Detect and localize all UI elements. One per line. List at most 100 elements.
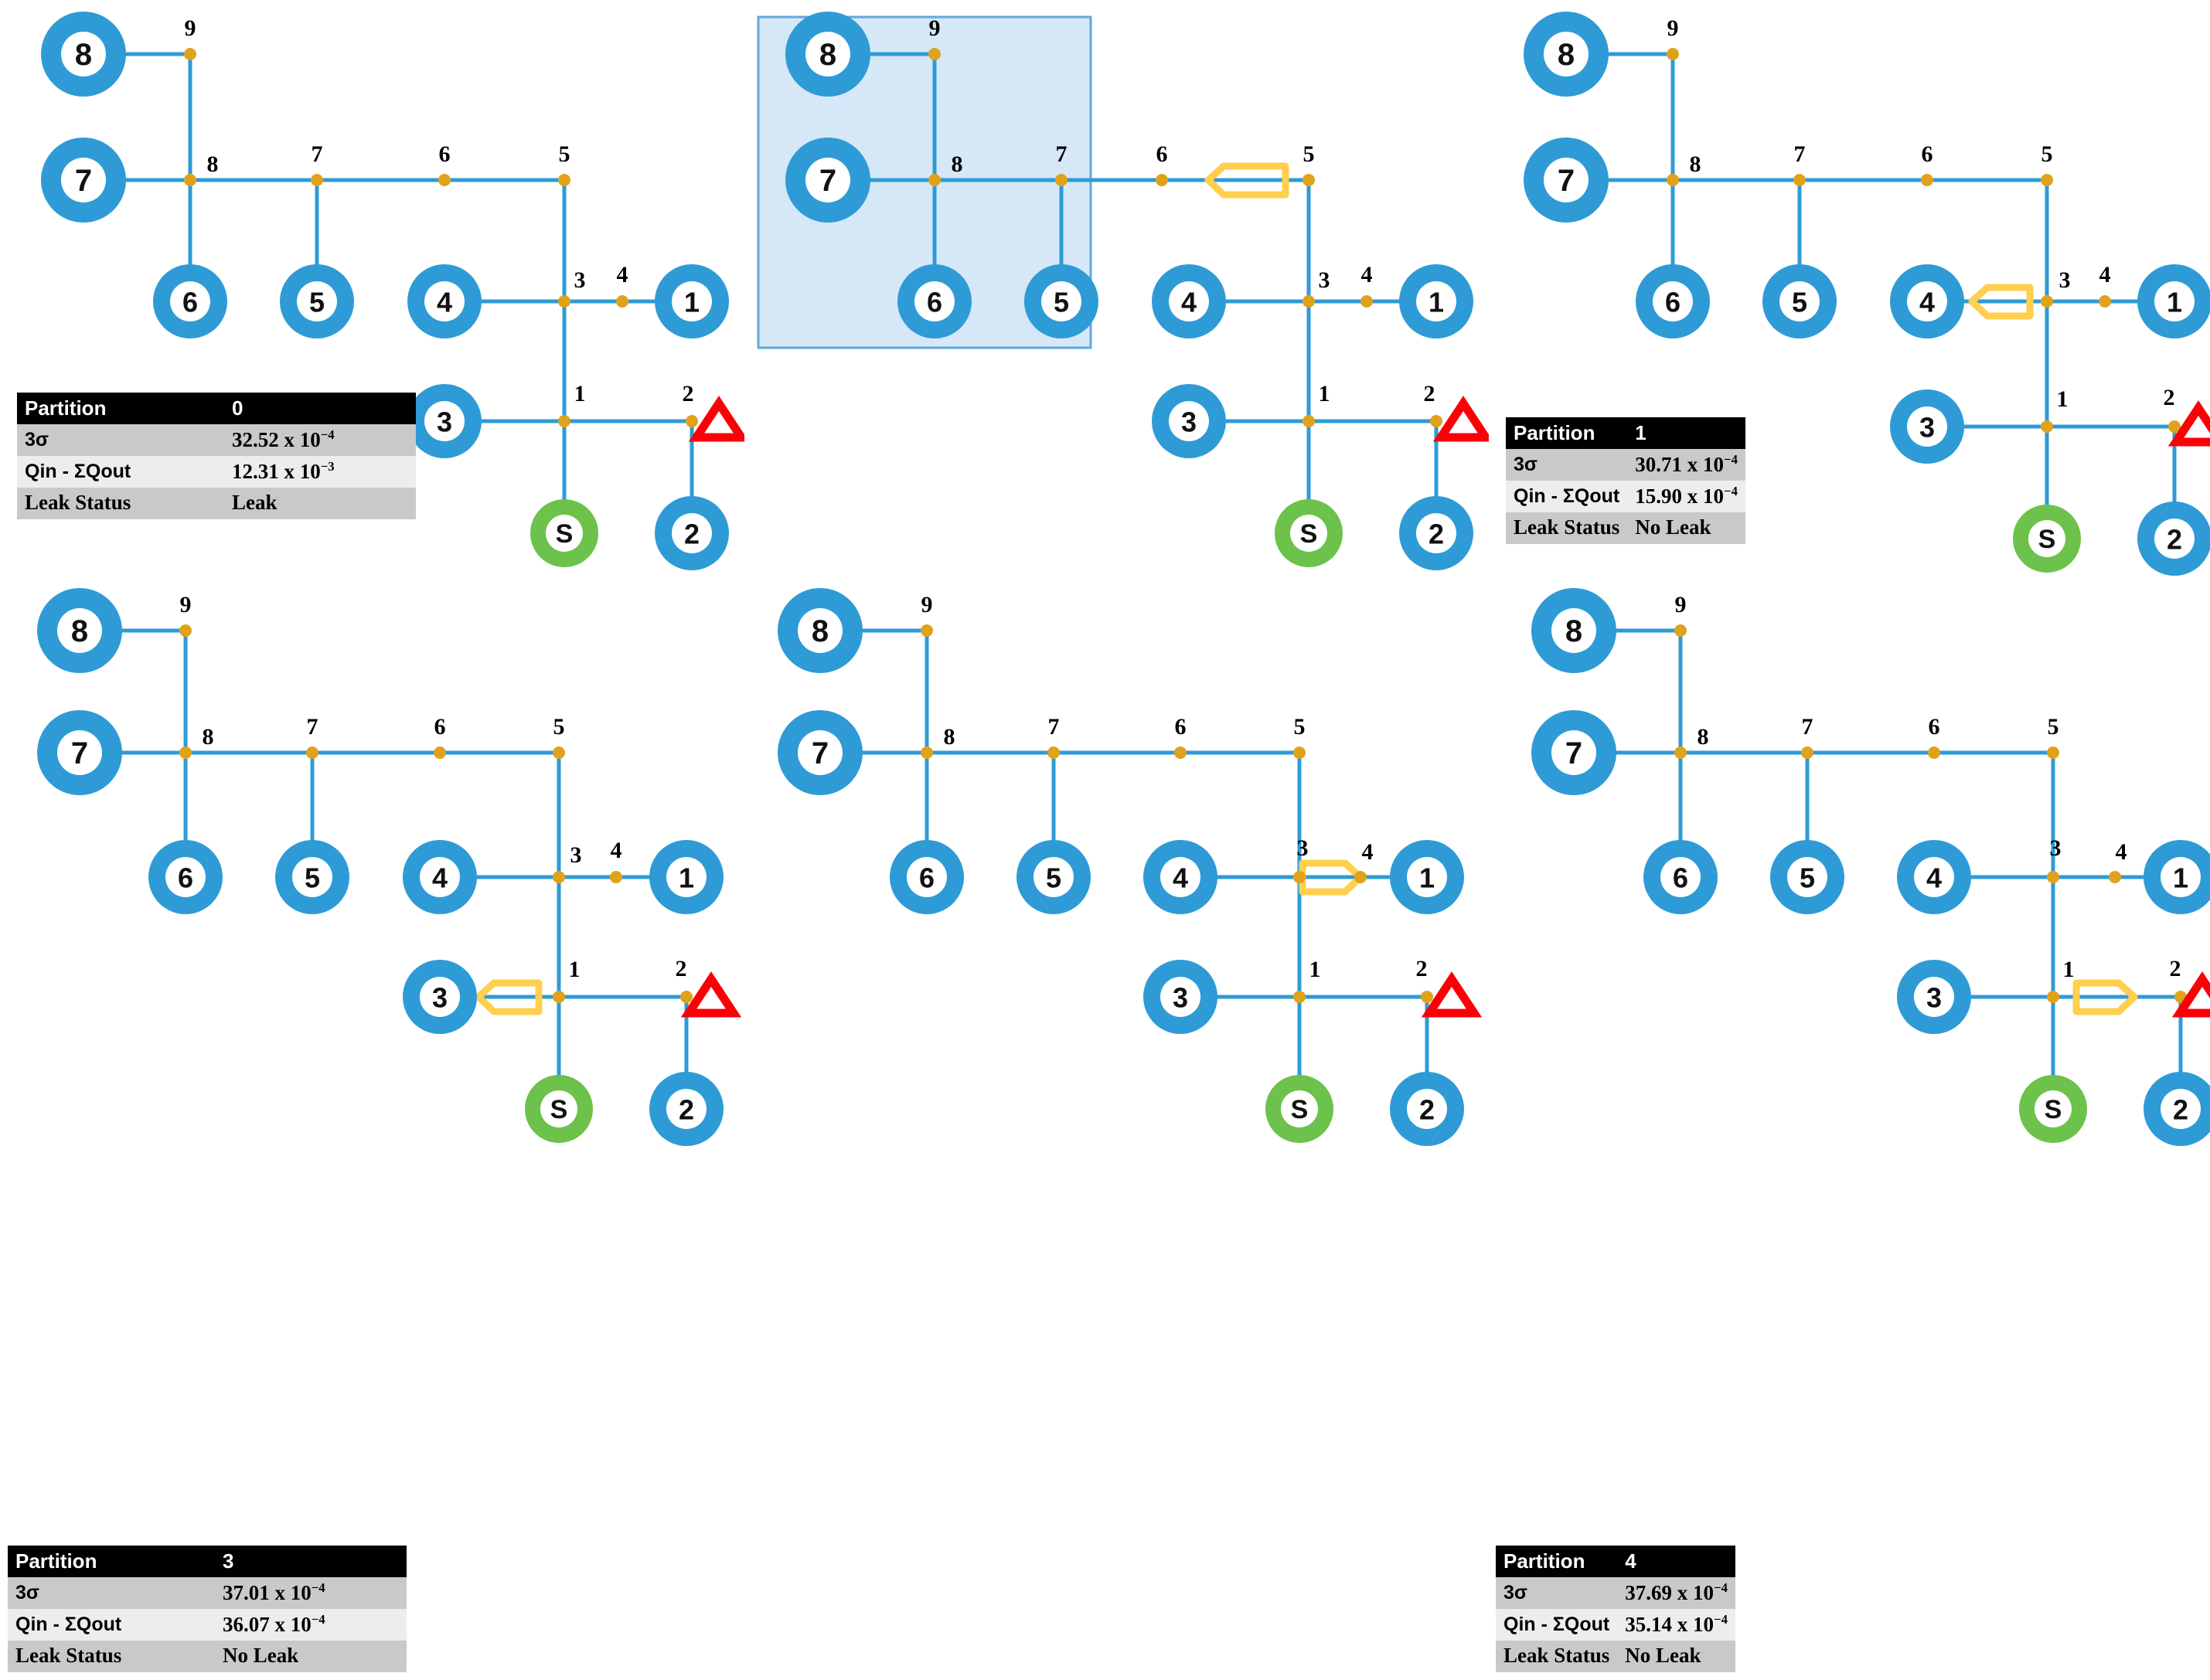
node-2[interactable]: 2 xyxy=(1390,1072,1464,1146)
node-4[interactable]: 4 xyxy=(407,264,482,338)
node-2[interactable]: 2 xyxy=(655,496,729,570)
junction-8-dot xyxy=(1674,746,1687,759)
node-8-label: 8 xyxy=(71,614,88,648)
node-2[interactable]: 2 xyxy=(2144,1072,2210,1146)
header-value-cell: 3 xyxy=(215,1546,407,1578)
node-1[interactable]: 1 xyxy=(649,840,724,914)
junction-9-label: 9 xyxy=(1675,592,1687,617)
node-source[interactable]: S xyxy=(525,1075,593,1143)
node-1[interactable]: 1 xyxy=(1390,840,1464,914)
junction-1-dot xyxy=(558,415,570,427)
junction-4-label: 4 xyxy=(611,838,622,863)
node-3[interactable]: 3 xyxy=(403,960,477,1034)
node-1[interactable]: 1 xyxy=(655,264,729,338)
node-4-label: 4 xyxy=(432,862,448,894)
node-5[interactable]: 5 xyxy=(1762,264,1837,338)
node-4[interactable]: 4 xyxy=(1152,264,1226,338)
node-7[interactable]: 7 xyxy=(41,138,126,223)
junction-9-dot xyxy=(921,624,933,637)
junction-8-label: 8 xyxy=(1698,724,1709,750)
node-5[interactable]: 5 xyxy=(275,840,349,914)
leak-status-value: Leak xyxy=(224,488,416,519)
node-1[interactable]: 1 xyxy=(2137,264,2210,338)
junction-4-label: 4 xyxy=(2099,262,2111,287)
node-5[interactable]: 5 xyxy=(1770,840,1844,914)
junctions: 9 8 7 6 5 3 4 1 2 xyxy=(1674,592,2187,1003)
node-5-label: 5 xyxy=(1046,862,1061,894)
junction-3-dot xyxy=(1303,295,1315,308)
junction-5-label: 5 xyxy=(1303,141,1315,167)
valve-icon[interactable] xyxy=(475,979,543,1015)
node-5[interactable]: 5 xyxy=(1016,840,1091,914)
node-4[interactable]: 4 xyxy=(1143,840,1217,914)
network-diagram-3: 8 7 6 5 4 1 3 S 2 9 8 7 6 5 3 4 1 2 xyxy=(37,588,742,1146)
junction-3-label: 3 xyxy=(1319,267,1330,293)
node-6[interactable]: 6 xyxy=(897,264,972,338)
node-1[interactable]: 1 xyxy=(1399,264,1473,338)
valve-icon[interactable] xyxy=(1299,859,1364,896)
node-6[interactable]: 6 xyxy=(153,264,227,338)
node-7[interactable]: 7 xyxy=(785,138,870,223)
node-3[interactable]: 3 xyxy=(1897,960,1971,1034)
junction-7-dot xyxy=(311,174,323,186)
node-3[interactable]: 3 xyxy=(1143,960,1217,1034)
node-3[interactable]: 3 xyxy=(1152,384,1226,458)
valve-icon[interactable] xyxy=(2072,979,2138,1015)
junction-6-dot xyxy=(1174,746,1187,759)
node-3[interactable]: 3 xyxy=(1890,389,1964,464)
junction-3-label: 3 xyxy=(1297,835,1309,861)
three-sigma-value: 30.71 x 10−4 xyxy=(1627,449,1745,481)
node-4[interactable]: 4 xyxy=(1890,264,1964,338)
node-4[interactable]: 4 xyxy=(403,840,477,914)
junction-2-dot xyxy=(680,991,693,1003)
node-8[interactable]: 8 xyxy=(785,12,870,97)
valve-icon[interactable] xyxy=(1968,284,2034,320)
node-5[interactable]: 5 xyxy=(280,264,354,338)
node-source[interactable]: S xyxy=(2013,505,2081,573)
valve-icon[interactable] xyxy=(1204,162,1289,199)
junction-3-dot xyxy=(1293,871,1306,883)
node-8[interactable]: 8 xyxy=(778,588,863,673)
node-7[interactable]: 7 xyxy=(778,710,863,795)
junction-8-label: 8 xyxy=(207,151,219,177)
junction-2-label: 2 xyxy=(1416,956,1428,981)
node-7[interactable]: 7 xyxy=(37,710,122,795)
junction-6-label: 6 xyxy=(439,141,451,167)
leak-alarm-icon xyxy=(688,396,744,442)
node-6[interactable]: 6 xyxy=(890,840,964,914)
node-7[interactable]: 7 xyxy=(1524,138,1609,223)
node-2[interactable]: 2 xyxy=(649,1072,724,1146)
node-8[interactable]: 8 xyxy=(1531,588,1616,673)
node-source-label: S xyxy=(1291,1095,1309,1124)
leak-alarm-icon xyxy=(1432,396,1489,442)
table-row: 3σ 37.01 x 10−4 xyxy=(8,1577,407,1610)
node-8[interactable]: 8 xyxy=(37,588,122,673)
junction-3-label: 3 xyxy=(574,267,586,293)
node-source[interactable]: S xyxy=(2019,1075,2087,1143)
node-2[interactable]: 2 xyxy=(2137,502,2210,576)
junction-6-dot xyxy=(1928,746,1940,759)
node-1[interactable]: 1 xyxy=(2144,840,2210,914)
node-4[interactable]: 4 xyxy=(1897,840,1971,914)
node-source[interactable]: S xyxy=(530,499,598,567)
node-8[interactable]: 8 xyxy=(41,12,126,97)
node-2[interactable]: 2 xyxy=(1399,496,1473,570)
node-source[interactable]: S xyxy=(1275,499,1343,567)
node-6[interactable]: 6 xyxy=(1643,840,1718,914)
table-row: Leak Status No Leak xyxy=(8,1641,407,1672)
node-6-label: 6 xyxy=(927,287,942,318)
junction-9-label: 9 xyxy=(1667,15,1679,41)
node-source[interactable]: S xyxy=(1265,1075,1333,1143)
node-5[interactable]: 5 xyxy=(1024,264,1098,338)
junction-7-label: 7 xyxy=(307,714,318,740)
junction-2-label: 2 xyxy=(683,381,694,406)
node-6-label: 6 xyxy=(178,862,193,894)
node-6[interactable]: 6 xyxy=(1636,264,1710,338)
node-3[interactable]: 3 xyxy=(407,384,482,458)
junction-8-dot xyxy=(921,746,933,759)
node-6[interactable]: 6 xyxy=(148,840,223,914)
node-7[interactable]: 7 xyxy=(1531,710,1616,795)
node-8[interactable]: 8 xyxy=(1524,12,1609,97)
junction-9-dot xyxy=(928,48,941,60)
node-2-label: 2 xyxy=(1419,1094,1435,1126)
